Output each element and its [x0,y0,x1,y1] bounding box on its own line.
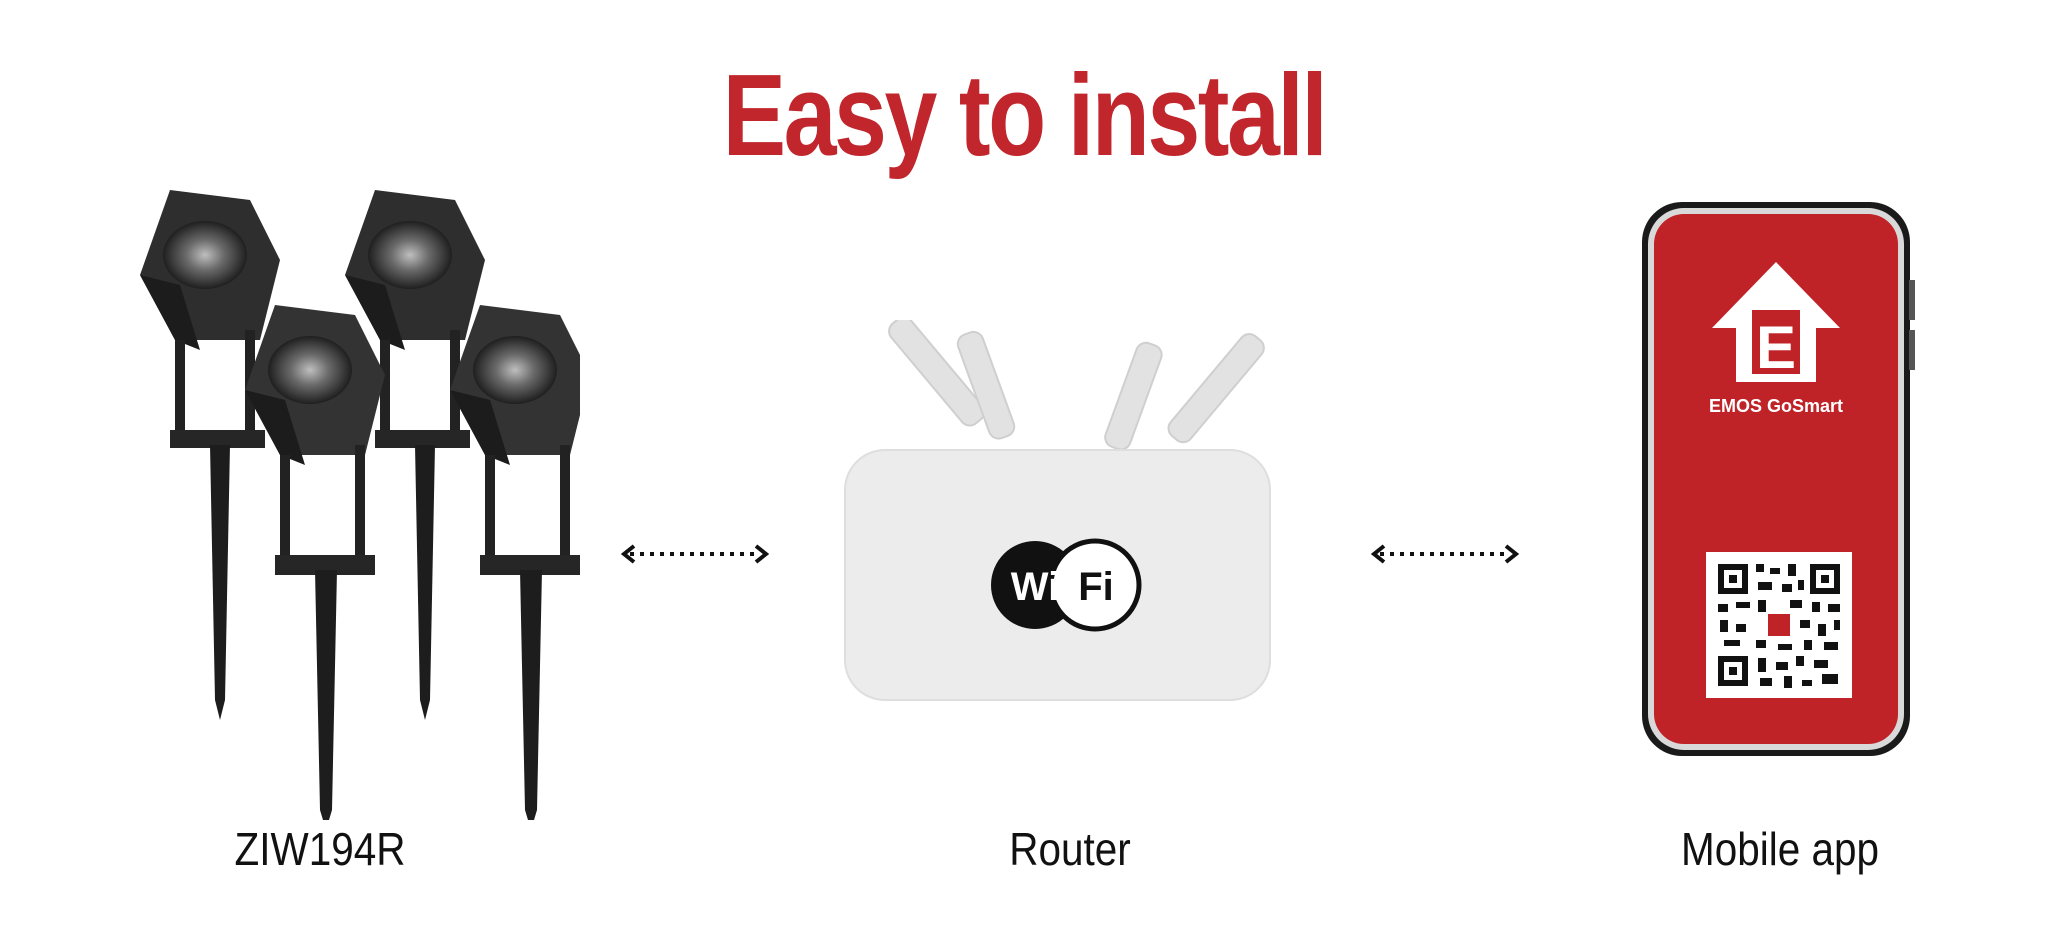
wifi-router-icon: Wi Fi [844,320,1271,701]
page-title: Easy to install [722,50,1328,180]
spotlight-4 [450,305,580,820]
app-label: Mobile app [1680,823,1880,875]
double-arrow-icon [620,544,770,564]
smartphone-icon: E EMOS GoSmart [1642,202,1915,756]
router-label: Router [1009,823,1131,875]
double-arrow-icon [1370,544,1520,564]
wifi-badge-left: Wi [1011,565,1060,609]
spotlight-3 [245,305,385,820]
spotlight-1 [140,190,280,720]
app-logo-icon: E [1712,262,1840,382]
spotlight-set-icon [140,190,580,820]
device-label: ZIW194R [234,823,406,875]
qr-code-icon [1706,552,1852,698]
app-logo-letter: E [1756,314,1796,381]
wifi-badge-right: Fi [1078,565,1114,609]
app-name: EMOS GoSmart [1709,396,1843,416]
spotlight-2 [345,190,485,720]
